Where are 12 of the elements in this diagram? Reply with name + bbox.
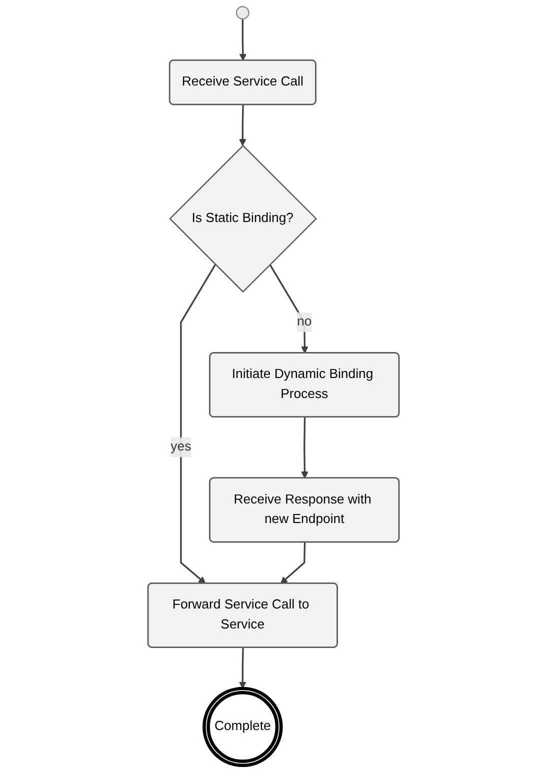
arrow — [301, 417, 308, 479]
node-diamond: Is Static Binding? — [169, 144, 318, 293]
node-circle: Complete — [202, 686, 283, 768]
arrow — [269, 264, 308, 354]
edge-label: yes — [170, 440, 192, 454]
edge-label: no — [297, 314, 312, 329]
arrow — [239, 648, 246, 689]
arrow — [180, 264, 216, 584]
arrow — [280, 542, 306, 584]
arrow — [239, 104, 246, 146]
node-circle — [236, 6, 250, 20]
arrow — [239, 18, 247, 61]
